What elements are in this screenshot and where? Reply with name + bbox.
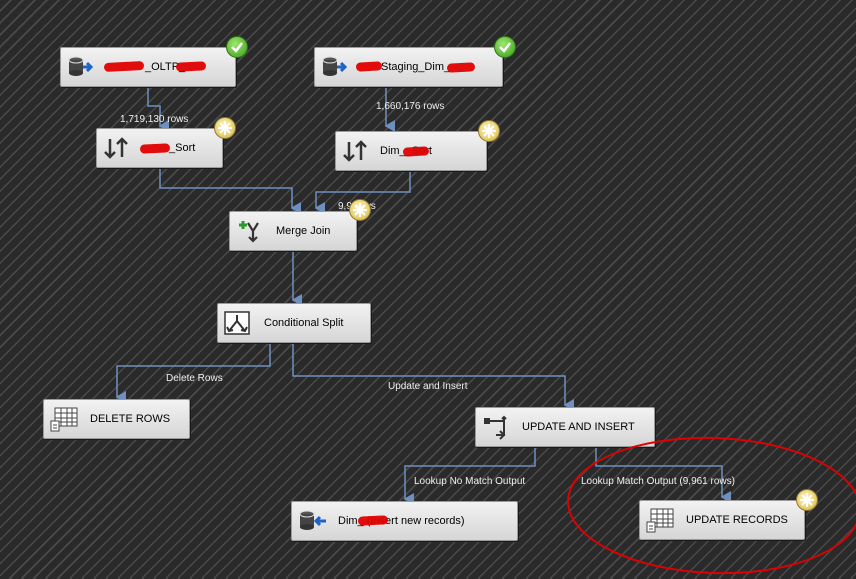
path-sort-to-merge-left [159,169,301,214]
path-sort-to-merge-right [314,172,411,214]
redaction-mark [402,146,430,157]
merge-join-icon [236,219,262,243]
ole-db-command-icon [646,508,674,533]
path-split-to-delete [115,344,271,403]
task-update-and-insert[interactable]: UPDATE AND INSERT [475,407,655,447]
task-label: Staging_Dim_ [381,61,451,73]
path-label-update-insert[interactable]: Update and Insert [388,381,468,392]
redaction-mark [446,62,476,73]
task-merge-join[interactable]: Merge Join [229,211,357,251]
task-label: UPDATE AND INSERT [522,421,635,433]
task-label: Dim_ (Insert new records) [338,515,465,527]
conditional-split-icon [224,311,250,335]
sort-icon [342,139,368,163]
path-label-rows-left[interactable]: 1,719,130 rows [120,114,189,125]
task-source-staging[interactable]: Staging_Dim_ [314,47,503,87]
task-label: DELETE ROWS [90,413,171,425]
task-label: _OLTP_ [145,61,186,73]
path-lookup-match [595,447,731,503]
task-update-records[interactable]: UPDATE RECORDS [639,500,805,540]
in-progress-icon [214,117,236,139]
in-progress-icon [349,199,371,221]
path-label-match[interactable]: Lookup Match Output (9,961 rows) [581,476,735,487]
sort-icon [103,136,129,160]
task-label: Conditional Split [264,317,344,329]
lookup-icon [482,415,508,440]
path-oltp-to-sort [147,88,169,132]
in-progress-icon [796,489,818,511]
path-label-no-match[interactable]: Lookup No Match Output [414,476,526,487]
in-progress-icon [478,120,500,142]
redaction-mark [175,61,207,72]
redaction-mark [139,143,171,154]
ole-db-command-icon [50,407,78,432]
task-label: Merge Join [276,225,331,237]
redaction-mark [355,61,383,72]
path-label-delete-rows[interactable]: Delete Rows [166,373,223,384]
path-lookup-no-match [403,447,536,505]
task-label: UPDATE RECORDS [686,514,788,526]
path-label-rows-right[interactable]: 1,660,176 rows [376,101,445,112]
task-sort-left[interactable]: _Sort [96,128,223,168]
task-insert-destination[interactable]: Dim_ (Insert new records) [291,501,518,541]
task-source-oltp[interactable]: _OLTP_ [60,47,236,87]
task-conditional-split[interactable]: Conditional Split [217,303,371,343]
redaction-mark [357,515,389,526]
success-check-icon [494,36,516,58]
ole-db-source-icon [321,55,348,79]
path-split-to-update-insert [292,344,574,411]
task-delete-rows[interactable]: DELETE ROWS [43,399,190,439]
ole-db-source-icon [67,55,94,79]
task-label: _Sort [169,142,196,154]
success-check-icon [226,36,248,58]
ole-db-destination-icon [298,509,326,533]
